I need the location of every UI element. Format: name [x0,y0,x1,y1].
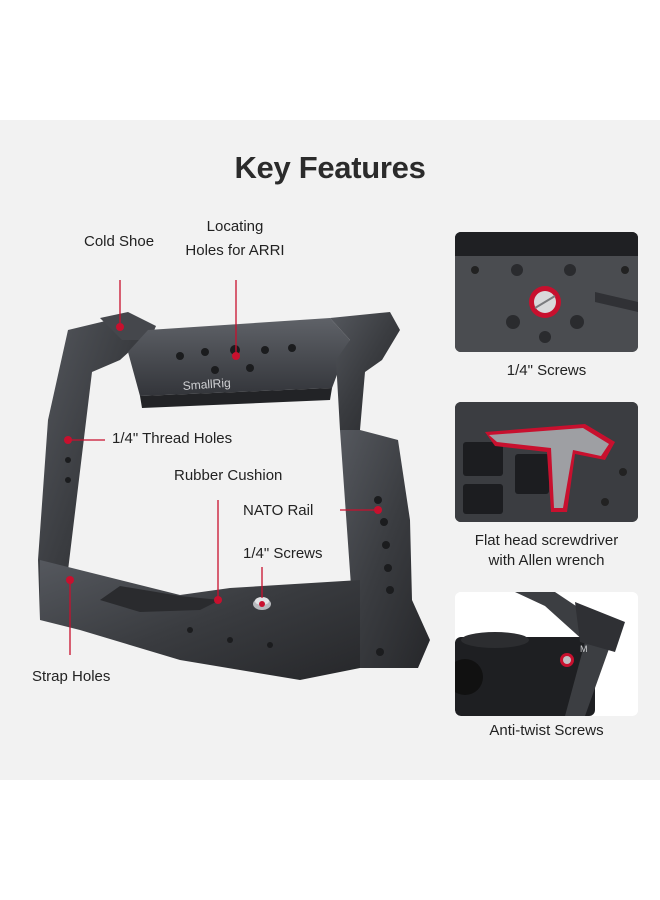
detail-caption-screws: 1/4" Screws [506,362,587,379]
locating-holes-label-line2: Holes for ARRI [185,242,285,259]
locating-holes-label-line1: Locating [206,218,264,235]
detail-caption-anti-twist: Anti-twist Screws [489,722,604,739]
detail-caption-screwdriver-line2: with Allen wrench [488,552,605,569]
page-title: Key Features [234,150,426,185]
thread-holes-label: 1/4" Thread Holes [112,430,233,447]
nato-rail-label: NATO Rail [243,502,314,519]
rubber-cushion-label: Rubber Cushion [174,467,283,484]
brand-logo: SmallRig [182,376,231,393]
svg-text:M: M [580,644,588,654]
detail-photo-screws [455,232,638,352]
detail-photo-screwdriver [455,402,638,522]
detail-caption-screwdriver-line1: Flat head screwdriver [474,532,619,549]
strap-holes-label: Strap Holes [32,668,111,685]
cold-shoe-label: Cold Shoe [84,233,155,250]
screws-label: 1/4" Screws [243,545,323,562]
detail-photo-anti-twist: M [455,592,638,716]
